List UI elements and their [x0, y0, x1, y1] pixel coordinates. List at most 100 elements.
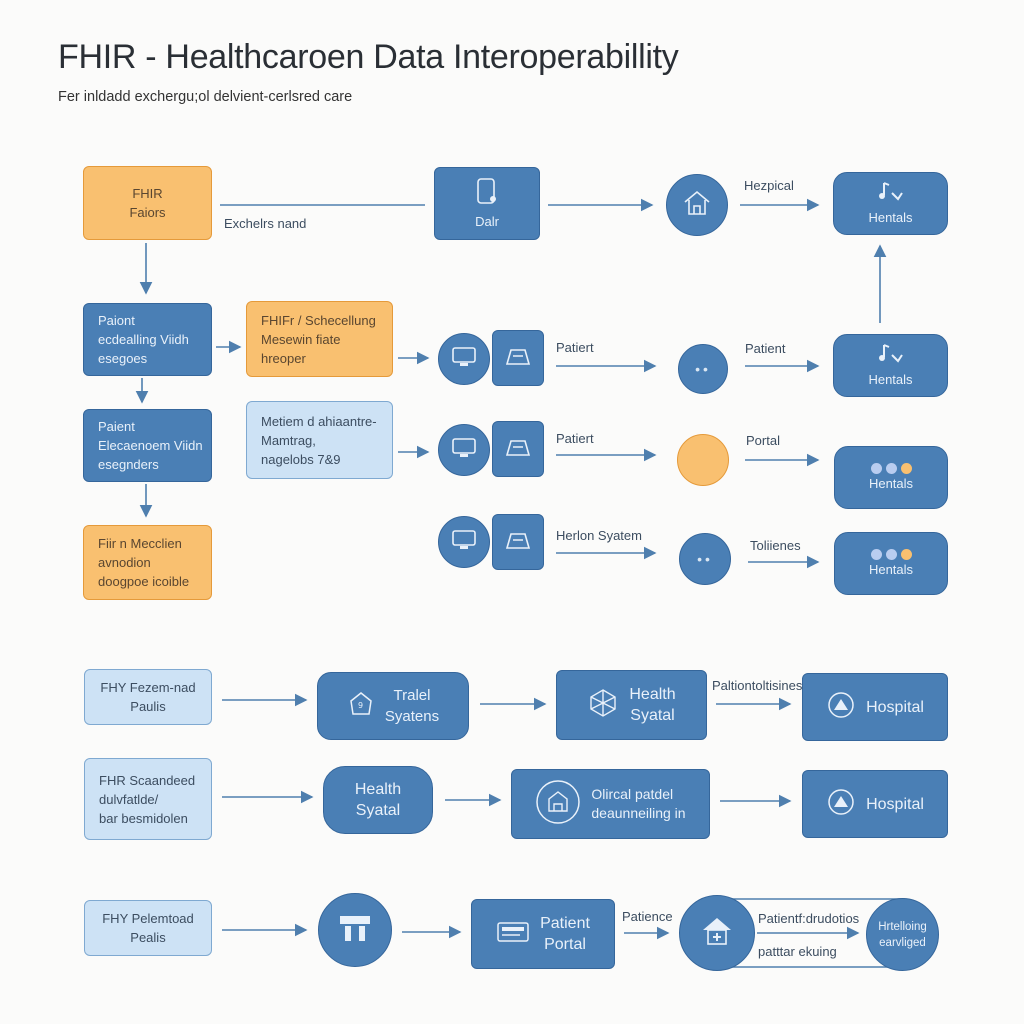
flow1-health-line-2: Syatal	[630, 707, 675, 724]
flow1-health-box[interactable]: Health Syatal	[556, 670, 707, 740]
monitor-node-3[interactable]	[438, 516, 490, 568]
tray-node-1[interactable]	[492, 330, 544, 386]
flow2-clinical-line-1: Olircal patdel	[591, 786, 674, 802]
flow3-label-b: Patientf:drudotios	[758, 911, 860, 926]
gate-icon	[338, 913, 372, 948]
clinic-icon	[535, 779, 581, 830]
tray-node-2[interactable]	[492, 421, 544, 477]
medication-box-line-1: Fiir n Mecclien	[98, 536, 182, 551]
metiem-box-line-1: Metiem d ahiaantre-	[261, 413, 377, 429]
monitor-icon	[451, 529, 477, 556]
hentals-label: Hentals	[868, 209, 913, 225]
hospital-icon	[826, 787, 856, 822]
tray-node-3[interactable]	[492, 514, 544, 570]
monitor-node-1[interactable]	[438, 333, 490, 385]
tray-icon	[503, 435, 533, 464]
hospital-icon	[826, 690, 856, 725]
flow3-home-node[interactable]	[679, 895, 755, 971]
device-icon: 9	[347, 690, 375, 723]
page-subtitle: Fer inldadd exchergu;ol delvient-cerlsre…	[58, 89, 353, 105]
flow2-start-box[interactable]: FHR Scaandeed dulvfatlde/ bar besmidolen	[84, 758, 212, 840]
flow3-start-line-2: Pealis	[130, 930, 166, 945]
scheduling-box-line-1: FHIFr / Schecellung	[261, 312, 376, 328]
flow1-health-line-1: Health	[629, 686, 676, 703]
flow3-gate-node[interactable]	[318, 893, 392, 967]
data-box[interactable]: Dalr	[434, 167, 540, 240]
monitor-icon	[451, 346, 477, 373]
metiem-box-line-2: Mamtrag,	[261, 432, 316, 448]
hentals-label: Hentals	[868, 475, 914, 491]
row3-label-b: Toliienes	[750, 538, 801, 553]
home-node[interactable]	[666, 174, 728, 236]
flow3-end-line-1: Hrtelloing	[878, 920, 927, 933]
monitor-icon	[451, 437, 477, 464]
medication-box-line-3: doogpoe icoible	[98, 574, 190, 589]
hospital-label: Hezpical	[744, 178, 794, 193]
hentals-label: Hentals	[868, 561, 914, 577]
status-dots-icon	[870, 548, 912, 560]
music-icon	[876, 181, 906, 208]
patient-box-1[interactable]: Paiont ecdealling Viidh esegoes	[83, 303, 212, 376]
flow1-hospital-box[interactable]: Hospital	[802, 673, 948, 741]
flow3-label-a: Patience	[622, 909, 673, 924]
monitor-node-2[interactable]	[438, 424, 490, 476]
tray-icon	[503, 344, 533, 373]
ellipsis-icon: ••	[695, 361, 711, 377]
svg-text:9: 9	[358, 701, 363, 710]
row2-label-b: Portal	[746, 433, 780, 448]
patient-box-1-line-2: ecdealling Viidh	[98, 332, 189, 347]
flow3-end-node[interactable]: Hrtelloing earvliged	[866, 898, 939, 971]
flow2-start-line-2: dulvfatlde/	[99, 791, 159, 807]
flow2-health-line-1: Health	[354, 781, 402, 798]
patient-box-1-line-3: esegoes	[98, 351, 148, 366]
hentals-label: Hentals	[868, 371, 913, 387]
patient-box-2[interactable]: Paient Elecaenoem Viidn esegnders	[83, 409, 212, 482]
fhir-box-line-1: FHIR	[132, 186, 163, 201]
flow2-clinical-box[interactable]: Olircal patdel deaunneiling in	[511, 769, 710, 839]
flow3-start-box[interactable]: FHY Pelemtoad Pealis	[84, 900, 212, 956]
flow3-portal-line-1: Patient	[540, 915, 590, 932]
hentals-box-row2[interactable]: Hentals	[834, 446, 948, 509]
medication-box-line-2: avnodion	[98, 555, 151, 570]
flow2-health-box[interactable]: Health Syatal	[323, 766, 433, 834]
scheduling-box[interactable]: FHIFr / Schecellung Mesewin fiate hreope…	[246, 301, 393, 377]
hentals-box-row3[interactable]: Hentals	[834, 532, 948, 595]
patient-box-2-line-3: esegnders	[98, 457, 159, 472]
fhir-box[interactable]: FHIR Faiors	[83, 166, 212, 240]
flow2-hospital-box[interactable]: Hospital	[802, 770, 948, 838]
flow2-start-line-1: FHR Scaandeed	[99, 772, 196, 788]
patient-box-1-line-1: Paiont	[98, 313, 135, 328]
flow1-label: Paltiontoltisines	[712, 678, 803, 693]
metiem-box[interactable]: Metiem d ahiaantre- Mamtrag, nagelobs 7&…	[246, 401, 393, 479]
flow2-health-line-2: Syatal	[355, 802, 401, 819]
flow3-portal-line-2: Portal	[544, 936, 586, 953]
home-icon	[682, 189, 712, 222]
flow1-systems-line-2: Syatens	[384, 708, 440, 725]
tablet-icon	[474, 177, 500, 212]
ellipsis-icon: ••	[697, 551, 713, 567]
row3-dot-node[interactable]: ••	[679, 533, 731, 585]
hentals-box-top[interactable]: Hentals	[833, 172, 948, 235]
row1-label-b: Patient	[745, 341, 786, 356]
flow3-end-line-2: earvliged	[879, 936, 926, 949]
home-medical-icon	[699, 915, 735, 952]
flow2-clinical-line-2: deaunneiling in	[591, 805, 686, 821]
flow1-systems-box[interactable]: 9 Tralel Syatens	[317, 672, 469, 740]
hentals-box-row1[interactable]: Hentals	[833, 334, 948, 397]
music-icon	[876, 343, 906, 370]
flow3-portal-box[interactable]: Patient Portal	[471, 899, 615, 969]
flow2-start-line-3: bar besmidolen	[99, 810, 188, 826]
status-dots-icon	[870, 462, 912, 474]
row2-orange-node[interactable]	[677, 434, 729, 486]
flow3-start-line-1: FHY Pelemtoad	[102, 911, 194, 926]
page-title: FHIR - Healthcaroen Data Interoperabilli…	[58, 38, 679, 76]
row1-dot-node[interactable]: ••	[678, 344, 728, 394]
medication-box[interactable]: Fiir n Mecclien avnodion doogpoe icoible	[83, 525, 212, 600]
scheduling-box-line-2: Mesewin fiate	[261, 331, 341, 347]
row1-label-a: Patiert	[556, 340, 594, 355]
flow1-start-box[interactable]: FHY Fezem-nad Paulis	[84, 669, 212, 725]
flow1-start-line-1: FHY Fezem-nad	[100, 680, 196, 695]
flow2-hospital-label: Hospital	[866, 795, 924, 813]
fhir-box-line-2: Faiors	[129, 205, 166, 220]
